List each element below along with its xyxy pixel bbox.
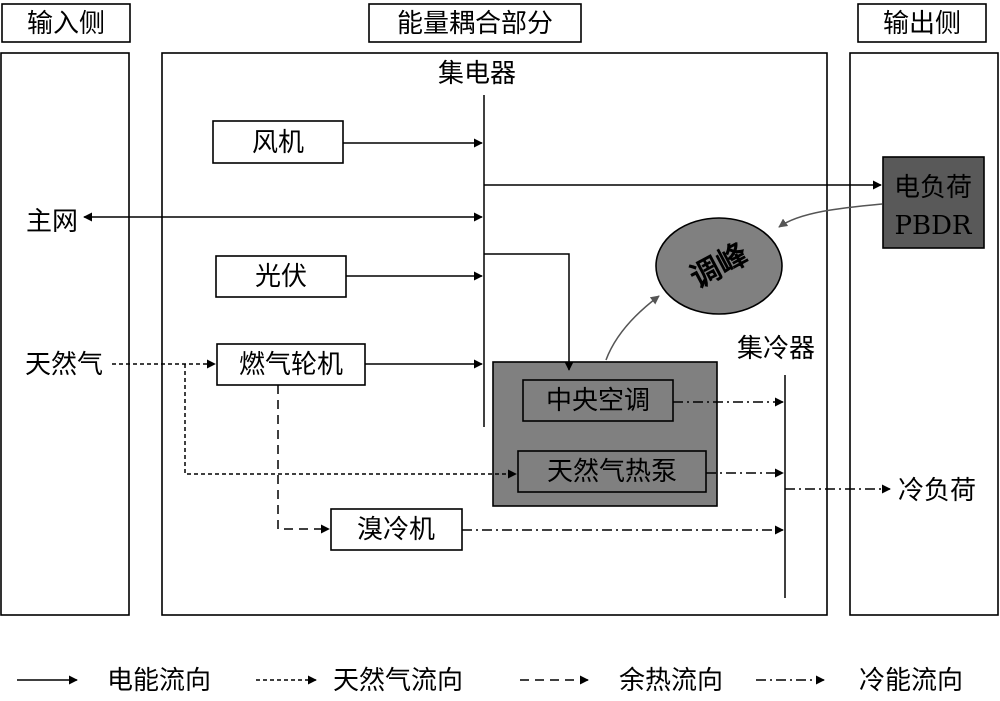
output-side-header <box>857 3 987 43</box>
input-side-frame <box>0 52 130 616</box>
pv-box <box>215 255 347 298</box>
input-side-title: 输入侧 <box>27 9 105 39</box>
legend-electric-label: 电能流向 <box>107 666 211 696</box>
cooling-load-label: 冷负荷 <box>898 476 976 506</box>
pbdr-label: PBDR <box>894 211 972 241</box>
central-ac-box <box>522 379 674 422</box>
natural-gas-label: 天然气 <box>25 350 103 380</box>
legend-heat-label: 余热流向 <box>619 666 723 696</box>
legend-cold-label: 冷能流向 <box>859 666 963 696</box>
gas-heat-pump-box <box>517 450 707 493</box>
gas-turbine-box <box>216 343 366 386</box>
output-side-title: 输出侧 <box>883 9 961 39</box>
load-to-peak-shaving-arrow <box>778 203 883 228</box>
gas-heat-pump-label: 天然气热泵 <box>547 457 677 487</box>
electric-load-box <box>882 156 985 249</box>
electric-load-label: 电负荷 <box>894 173 972 203</box>
coupling-section-header <box>368 3 582 43</box>
wind-turbine-box <box>212 120 344 164</box>
absorption-chiller-label: 溴冷机 <box>357 515 435 545</box>
main-grid-label: 主网 <box>26 207 78 237</box>
legend-gas-label: 天然气流向 <box>333 666 463 696</box>
gas-turbine-label: 燃气轮机 <box>239 350 343 380</box>
bus-to-central-ac-arrow <box>484 253 574 371</box>
waste-heat-to-chiller-arrow <box>277 385 330 534</box>
pv-label: 光伏 <box>255 262 307 292</box>
legend: 电能流向 天然气流向 余热流向 冷能流向 <box>17 666 963 696</box>
input-side-header <box>1 3 131 43</box>
peak-shaving-ellipse <box>655 217 783 315</box>
coupling-section-title: 能量耦合部分 <box>397 9 553 39</box>
wind-turbine-label: 风机 <box>252 128 304 158</box>
gas-to-heat-pump-arrow <box>184 364 517 479</box>
output-side-frame <box>849 52 999 616</box>
central-ac-label: 中央空调 <box>546 386 650 416</box>
cooling-bus-label: 集冷器 <box>737 334 815 364</box>
electric-bus-label: 集电器 <box>438 59 516 89</box>
absorption-chiller-box <box>330 508 463 551</box>
central-ac-to-peak-shaving-arrow <box>605 295 660 361</box>
